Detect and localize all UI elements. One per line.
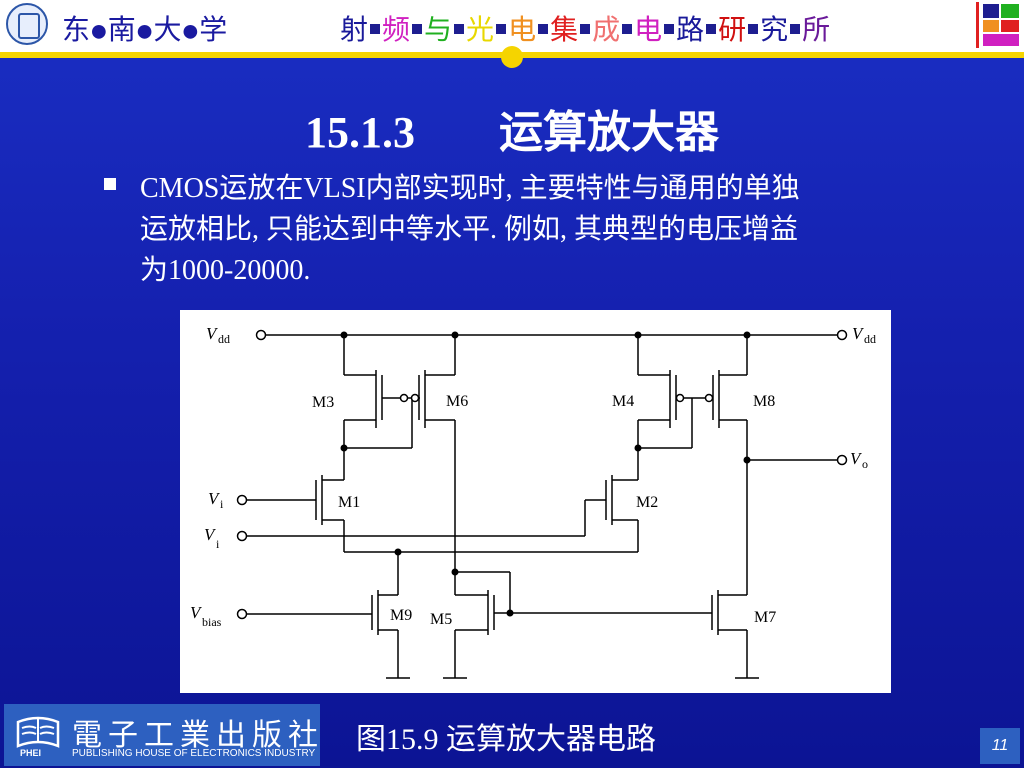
label-m8: M8 <box>753 393 775 410</box>
label-vdd-right: V <box>852 324 865 343</box>
label-vbias-sub: bias <box>202 615 222 629</box>
label-vdd-right-sub: dd <box>864 332 876 346</box>
slide-header: 东●南●大●学 射频与光电集成电路研究所 <box>0 0 1024 52</box>
institute-char: 究 <box>760 13 789 46</box>
publisher-name-en: PUBLISHING HOUSE OF ELECTRONICS INDUSTRY <box>72 748 316 759</box>
label-vdd-left-sub: dd <box>218 332 230 346</box>
separator-square-icon <box>496 24 507 34</box>
paragraph-line: 运放相比, 只能达到中等水平. 例如, 其典型的电压增益 <box>140 214 799 245</box>
slide-title: 15.1.3 运算放大器 <box>0 96 1024 160</box>
institute-char: 射 <box>340 13 369 46</box>
label-vo-sub: o <box>862 457 868 471</box>
separator-square-icon <box>748 24 759 34</box>
separator-square-icon <box>538 24 549 34</box>
institute-char: 集 <box>550 13 579 46</box>
label-m4: M4 <box>612 393 634 410</box>
circuit-junctions <box>340 331 751 617</box>
institute-char: 路 <box>676 13 705 46</box>
separator-dot-icon: ● <box>91 20 108 42</box>
publisher-name-cn: 電子工業出版社 <box>72 718 324 753</box>
university-char: 学 <box>199 13 229 46</box>
separator-square-icon <box>622 24 633 34</box>
university-name: 东●南●大●学 <box>62 8 228 48</box>
separator-square-icon <box>664 24 675 34</box>
header-rule-dot <box>501 46 523 68</box>
label-m5: M5 <box>430 611 452 628</box>
circuit-labels: V dd V dd V o V i V i V bias M3 M6 M4 M8… <box>190 324 876 629</box>
university-logo <box>6 3 48 45</box>
label-vi-plus: V <box>208 489 221 508</box>
label-m2: M2 <box>636 494 658 511</box>
separator-dot-icon: ● <box>136 20 154 42</box>
bullet-square-icon <box>104 178 116 190</box>
institute-char: 光 <box>466 13 495 46</box>
label-m3: M3 <box>312 394 334 411</box>
separator-square-icon <box>370 24 381 34</box>
separator-square-icon <box>412 24 423 34</box>
opamp-circuit-diagram: V dd V dd V o V i V i V bias M3 M6 M4 M8… <box>180 310 891 693</box>
institute-char: 电 <box>508 13 537 46</box>
label-vi-minus: V <box>204 525 217 544</box>
university-char: 大 <box>153 13 183 46</box>
separator-square-icon <box>790 24 801 34</box>
institute-char: 电 <box>634 13 663 46</box>
publisher-book-icon: PHEI <box>16 716 60 758</box>
institute-char: 频 <box>382 13 411 46</box>
label-vbias: V <box>190 603 203 622</box>
label-vo: V <box>850 449 863 468</box>
separator-square-icon <box>454 24 465 34</box>
label-m9: M9 <box>390 607 412 624</box>
label-vi-plus-sub: i <box>220 497 224 511</box>
separator-dot-icon: ● <box>182 20 200 42</box>
svg-text:PHEI: PHEI <box>20 748 41 758</box>
section-title: 运算放大器 <box>499 108 719 157</box>
institute-char: 成 <box>592 13 621 46</box>
institute-char: 所 <box>802 13 831 46</box>
corner-logo <box>976 2 1023 48</box>
label-m1: M1 <box>338 494 360 511</box>
section-number: 15.1.3 <box>305 108 415 157</box>
label-vdd-left: V <box>206 324 219 343</box>
paragraph-line: CMOS运放在VLSI内部实现时, 主要特性与通用的单独 <box>140 173 800 204</box>
label-vi-minus-sub: i <box>216 537 220 551</box>
separator-square-icon <box>580 24 591 34</box>
figure-caption: 图15.9 运算放大器电路 <box>356 723 656 756</box>
separator-square-icon <box>706 24 717 34</box>
circuit-svg: V dd V dd V o V i V i V bias M3 M6 M4 M8… <box>190 324 876 679</box>
university-char: 南 <box>107 13 137 46</box>
label-m6: M6 <box>446 393 468 410</box>
institute-char: 与 <box>424 13 453 46</box>
university-char: 东 <box>62 13 92 46</box>
institute-name: 射频与光电集成电路研究所 <box>340 8 830 48</box>
label-m7: M7 <box>754 609 776 626</box>
page-number: 11 <box>980 728 1020 764</box>
body-paragraph: CMOS运放在VLSI内部实现时, 主要特性与通用的单独 运放相比, 只能达到中… <box>140 168 960 291</box>
institute-char: 研 <box>718 13 747 46</box>
publisher-logo-box: PHEI 電子工業出版社 PUBLISHING HOUSE OF ELECTRO… <box>4 704 320 766</box>
paragraph-line: 为1000-20000. <box>140 255 311 286</box>
